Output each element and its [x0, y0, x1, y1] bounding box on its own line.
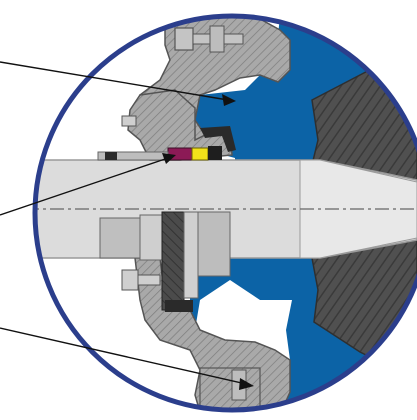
- arrowhead-lower: [239, 378, 254, 390]
- lower-sleeve-1: [99, 217, 141, 259]
- leader-middle: [0, 153, 176, 216]
- magnifier-ring: [32, 13, 417, 413]
- lower-bolt-shank: [137, 274, 161, 286]
- set-screw: [121, 115, 137, 127]
- arrowhead-middle: [162, 153, 176, 164]
- leader-lower: [0, 327, 254, 390]
- arrowhead-upper: [222, 94, 236, 106]
- drive-pin: [105, 152, 117, 160]
- nut-upper: [209, 25, 225, 53]
- lower-orings: [165, 300, 193, 312]
- lower-spring: [161, 211, 185, 311]
- leader-upper: [0, 61, 236, 106]
- seal-face-black: [208, 146, 222, 160]
- lower-sleeve-2: [139, 214, 163, 261]
- bolt-head-upper: [174, 27, 194, 51]
- lower-seat: [183, 211, 199, 299]
- lower-insert: [197, 211, 231, 277]
- seal-face-yellow: [191, 147, 209, 161]
- stationary-seat: [200, 126, 236, 152]
- lower-bolt-head: [121, 269, 139, 291]
- gland-plate: [199, 367, 261, 410]
